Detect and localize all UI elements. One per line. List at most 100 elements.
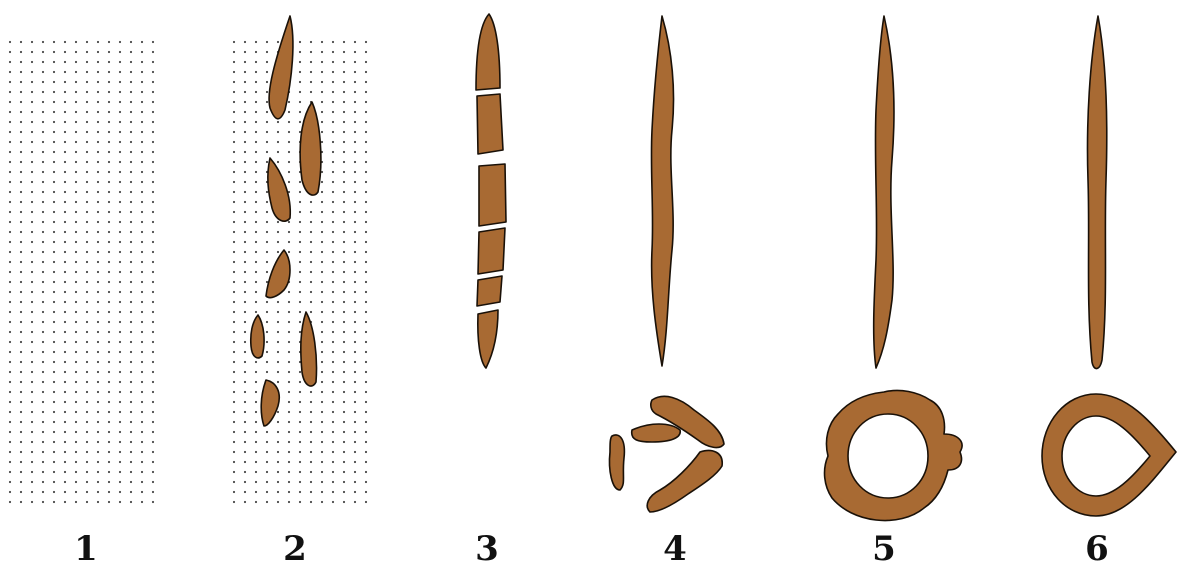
grid-dot [20, 481, 22, 483]
grid-dot [31, 51, 33, 53]
grid-dot [365, 241, 367, 243]
grid-dot [42, 381, 44, 383]
grid-dot [64, 481, 66, 483]
grid-dot [152, 461, 154, 463]
grid-dot [266, 191, 268, 193]
grid-dot [310, 251, 312, 253]
grid-dot [255, 251, 257, 253]
grid-dot [141, 471, 143, 473]
grid-dot [255, 361, 257, 363]
grid-dot [75, 321, 77, 323]
grid-dot [20, 431, 22, 433]
grid-dot [108, 121, 110, 123]
grid-dot [31, 421, 33, 423]
band-5 [874, 16, 894, 368]
grid-dot [152, 191, 154, 193]
grid-dot [86, 391, 88, 393]
grid-dot [86, 381, 88, 383]
grid-dot [365, 231, 367, 233]
grid-dot [233, 471, 235, 473]
grid-dot [255, 501, 257, 503]
grid-dot [108, 491, 110, 493]
grid-dot [97, 261, 99, 263]
grid-dot [152, 71, 154, 73]
grid-dot [130, 201, 132, 203]
grid-dot [233, 421, 235, 423]
grid-dot [152, 101, 154, 103]
grid-dot [244, 301, 246, 303]
grid-dot [255, 411, 257, 413]
grid-dot [97, 71, 99, 73]
grid-dot [277, 251, 279, 253]
grid-dot [343, 261, 345, 263]
grid-dot [97, 171, 99, 173]
grid-dot [321, 251, 323, 253]
grid-dot [31, 391, 33, 393]
grid-dot [152, 391, 154, 393]
grid-dot [277, 141, 279, 143]
grid-dot [9, 351, 11, 353]
grid-dot [152, 411, 154, 413]
grid-dot [31, 401, 33, 403]
grid-dot [53, 121, 55, 123]
grid-dot [141, 41, 143, 43]
grid-dot [152, 51, 154, 53]
grid-dot [53, 391, 55, 393]
grid-dot [321, 421, 323, 423]
grid-dot [321, 131, 323, 133]
grid-dot [365, 251, 367, 253]
grid-dot [20, 391, 22, 393]
grid-dot [86, 221, 88, 223]
grid-dot [141, 421, 143, 423]
grid-dot [244, 61, 246, 63]
grid-dot [332, 451, 334, 453]
grid-dot [255, 431, 257, 433]
grid-dot [141, 331, 143, 333]
grid-dot [9, 131, 11, 133]
grid-dot [233, 141, 235, 143]
grid-dot [130, 421, 132, 423]
grid-dot [244, 411, 246, 413]
grid-dot [31, 171, 33, 173]
grid-dot [152, 231, 154, 233]
grid-dot [354, 491, 356, 493]
grid-dot [20, 181, 22, 183]
grid-dot [9, 151, 11, 153]
grid-dot [354, 181, 356, 183]
grid-dot [119, 461, 121, 463]
grid-dot [108, 281, 110, 283]
grid-dot [97, 61, 99, 63]
grid-dot [20, 421, 22, 423]
grid-dot [343, 161, 345, 163]
grid-dot [130, 101, 132, 103]
grid-dot [9, 171, 11, 173]
grid-dot [119, 291, 121, 293]
grid-dot [130, 301, 132, 303]
grid-dot [141, 201, 143, 203]
stage-label-3: 3 [475, 529, 499, 566]
grid-dot [130, 131, 132, 133]
grid-dot [9, 501, 11, 503]
grid-dot [152, 171, 154, 173]
grid-dot [343, 41, 345, 43]
grid-dot [343, 431, 345, 433]
grid-dot [299, 251, 301, 253]
grid-dot [299, 201, 301, 203]
grid-dot [365, 401, 367, 403]
grid-dot [20, 131, 22, 133]
grid-dot [332, 281, 334, 283]
grid-dot [108, 61, 110, 63]
grid-dot [64, 491, 66, 493]
grid-dot [354, 331, 356, 333]
grid-dot [255, 471, 257, 473]
grid-dot [97, 281, 99, 283]
grid-dot [354, 161, 356, 163]
grid-dot [53, 191, 55, 193]
grid-dot [365, 81, 367, 83]
grid-dot [141, 401, 143, 403]
grid-dot [244, 181, 246, 183]
grid-dot [233, 191, 235, 193]
grid-dot [255, 121, 257, 123]
grid-dot [75, 141, 77, 143]
grid-dot [42, 491, 44, 493]
